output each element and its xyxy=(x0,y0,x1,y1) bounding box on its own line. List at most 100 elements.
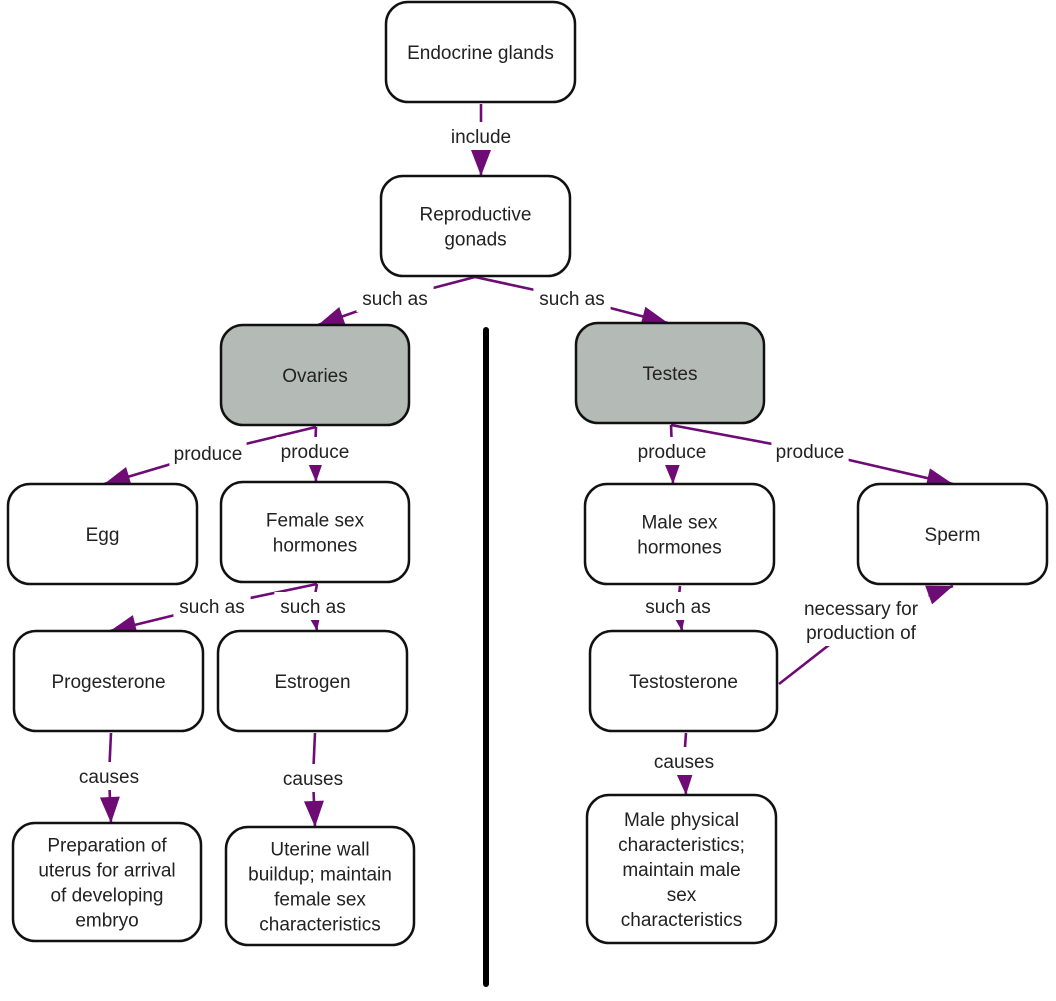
edge-label-line: causes xyxy=(79,767,139,788)
node-egg[interactable]: Egg xyxy=(6,482,199,586)
edge-label-line: such as xyxy=(539,289,604,310)
edge-label-background xyxy=(771,437,849,465)
node-label-line: Preparation of xyxy=(47,836,167,857)
node-label-line: Sperm xyxy=(925,525,981,546)
edge-label-background xyxy=(533,284,611,312)
node-label-line: hormones xyxy=(273,536,358,557)
node-label-line: uterus for arrival xyxy=(38,861,175,882)
node-label: Ovaries xyxy=(282,366,347,387)
node-box xyxy=(12,629,205,733)
edge-label-background xyxy=(639,592,717,620)
edge-label-line: such as xyxy=(362,289,427,310)
node-gonads[interactable]: Reproductive gonads xyxy=(379,174,572,278)
node-box xyxy=(574,321,766,425)
node-label: Endocrine glands xyxy=(407,43,554,64)
node-estrogen[interactable]: Estrogen xyxy=(216,629,409,733)
arrowhead-icon xyxy=(925,585,953,605)
edge-label: causes xyxy=(654,752,714,773)
node-box xyxy=(585,793,778,945)
edge-label: such as xyxy=(179,597,244,618)
node-label: Sperm xyxy=(925,525,981,546)
arrowhead-icon xyxy=(640,306,668,327)
edge-ovaries-to-female-hormones: produce xyxy=(276,426,354,483)
node-label-line: characteristics; xyxy=(618,835,745,856)
node-label-line: characteristics xyxy=(259,915,380,936)
node-progesterone[interactable]: Progesterone xyxy=(12,629,205,733)
edge-label: produce xyxy=(174,444,243,465)
node-uterine-wall[interactable]: Uterine wall buildup; maintain female sex c… xyxy=(224,825,416,947)
node-label-line: Testes xyxy=(643,364,698,385)
node-female-hormones[interactable]: Female sex hormones xyxy=(219,480,411,584)
node-testes[interactable]: Testes xyxy=(574,321,766,425)
node-label-line: sex xyxy=(667,885,697,906)
node-box xyxy=(216,629,409,733)
edge-label-background xyxy=(650,747,718,775)
node-label-line: Uterine wall xyxy=(270,840,369,861)
arrowhead-icon xyxy=(318,306,346,326)
edge-label-background xyxy=(793,594,929,646)
edge-gonads-to-testes: such as xyxy=(474,275,669,327)
edge-label-line: causes xyxy=(654,752,714,773)
node-label-line: Female sex xyxy=(266,511,365,532)
edge-label-line: such as xyxy=(179,597,244,618)
node-label-line: maintain male xyxy=(622,860,740,881)
edge-label: causes xyxy=(79,767,139,788)
edge-label: produce xyxy=(776,442,845,463)
edge-label-background xyxy=(173,592,251,620)
node-label-line: gonads xyxy=(444,230,506,251)
node-label-line: female sex xyxy=(274,890,366,911)
node-label-line: Endocrine glands xyxy=(407,43,554,64)
edge-label-line: such as xyxy=(280,597,345,618)
edge-label: such as xyxy=(645,597,710,618)
node-label: Female sex hormones xyxy=(266,511,365,557)
edge-label-background xyxy=(356,284,434,312)
node-label-line: Egg xyxy=(86,525,120,546)
node-label-line: buildup; maintain xyxy=(248,865,392,886)
node-box xyxy=(219,480,411,584)
node-box xyxy=(224,825,416,947)
edge-label-background xyxy=(75,762,143,790)
node-endocrine[interactable]: Endocrine glands xyxy=(384,0,577,104)
arrowhead-icon xyxy=(303,800,324,827)
arrowhead-icon xyxy=(99,796,120,823)
node-sperm[interactable]: Sperm xyxy=(856,482,1049,586)
edge-label-line: such as xyxy=(645,597,710,618)
arrowhead-icon xyxy=(674,768,695,795)
node-box xyxy=(379,174,572,278)
node-box xyxy=(583,482,776,586)
edge-testosterone-to-male-physical: causes xyxy=(650,732,718,796)
edge-label-background xyxy=(274,592,352,620)
node-label-line: Male sex xyxy=(641,513,718,534)
edge-label: produce xyxy=(281,442,350,463)
edge-label: causes xyxy=(283,769,343,790)
node-label: Testosterone xyxy=(629,672,738,693)
edge-testes-to-male-hormones: produce xyxy=(633,424,711,485)
edge-male-hormones-to-testosterone: such as xyxy=(639,585,717,632)
node-label: Estrogen xyxy=(274,672,350,693)
arrowhead-icon xyxy=(104,466,132,487)
node-male-hormones[interactable]: Male sex hormones xyxy=(583,482,776,586)
node-label-line: Reproductive xyxy=(420,205,532,226)
node-testosterone[interactable]: Testosterone xyxy=(588,629,779,733)
edge-female-hormones-to-estrogen: such as xyxy=(274,583,352,632)
edge-label-line: include xyxy=(451,127,511,148)
node-label-line: Ovaries xyxy=(282,366,347,387)
node-label-line: Testosterone xyxy=(629,672,738,693)
node-ovaries[interactable]: Ovaries xyxy=(219,323,411,427)
node-label-line: embryo xyxy=(75,911,138,932)
edge-label: such as xyxy=(362,289,427,310)
node-label-line: hormones xyxy=(637,538,722,559)
edge-testes-to-sperm: produce xyxy=(670,423,954,488)
edge-label: such as xyxy=(280,597,345,618)
edge-estrogen-to-uterine-wall: causes xyxy=(279,732,347,828)
node-label: Progesterone xyxy=(51,672,165,693)
edge-label-background xyxy=(169,439,247,467)
node-label: Egg xyxy=(86,525,120,546)
edge-label-line: necessary for xyxy=(804,599,919,620)
edge-female-hormones-to-progesterone: such as xyxy=(109,582,318,635)
